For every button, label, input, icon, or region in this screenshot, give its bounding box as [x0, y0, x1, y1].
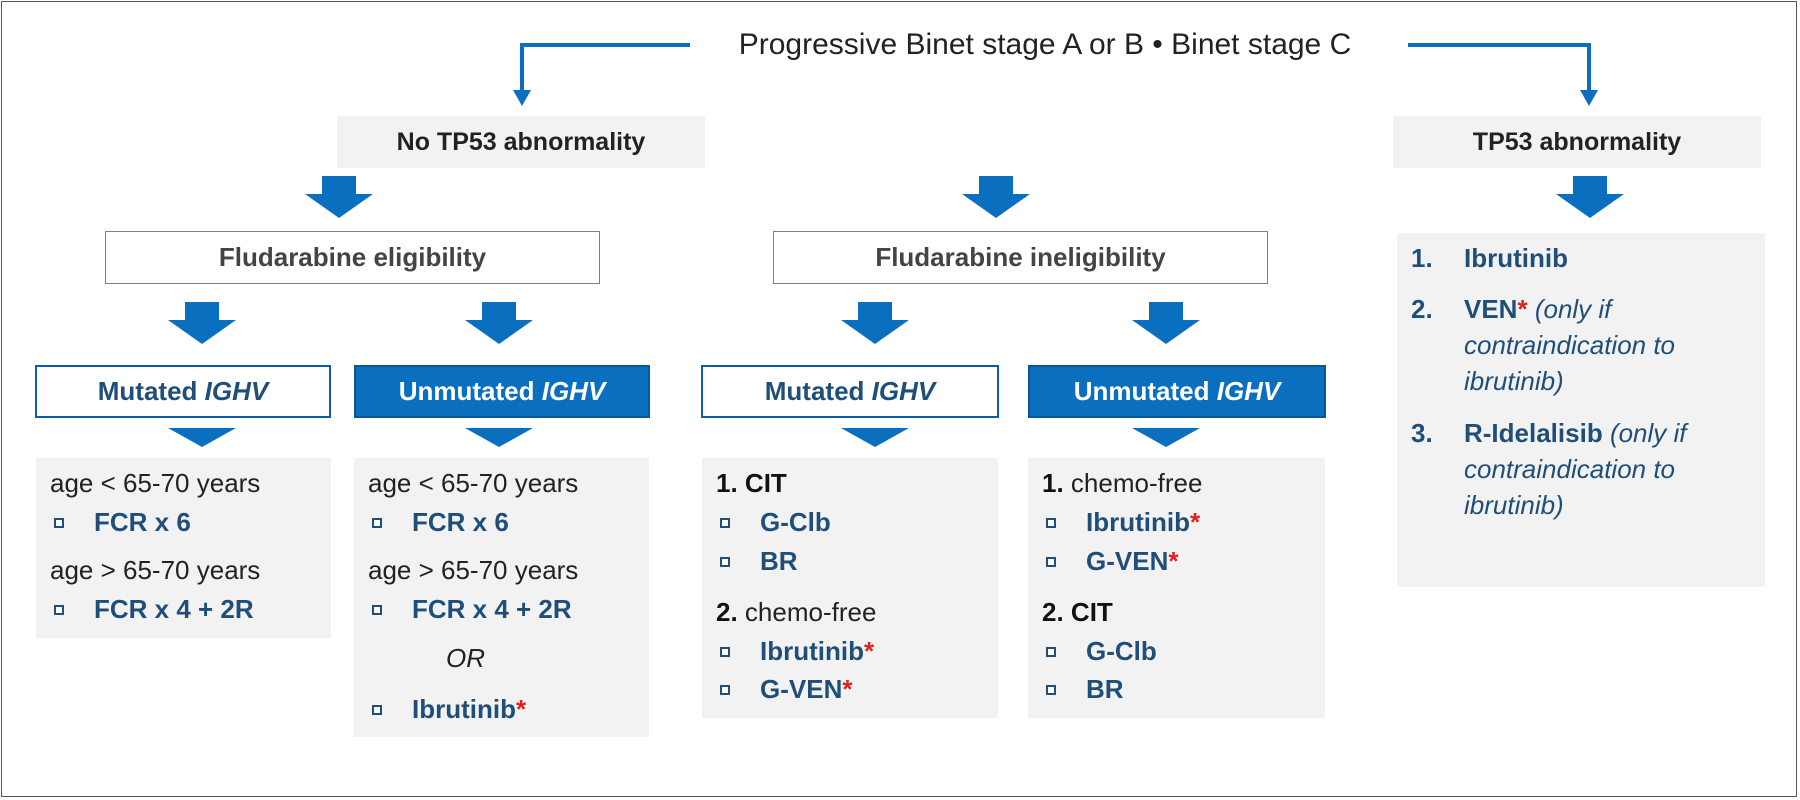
inelig-unmutated-ighv-box: Unmutated IGHV [1028, 365, 1326, 418]
tp53-item-3-note: ibrutinib) [1464, 490, 1564, 520]
treatment-item: Ibrutinib* [760, 636, 875, 666]
tp53-header: TP53 abnormality [1393, 116, 1761, 168]
elig-unmutated-label: Unmutated [398, 376, 535, 406]
treatment-item: G-Clb [1086, 636, 1157, 666]
fludarabine-ineligibility-box: Fludarabine ineligibility [773, 231, 1268, 284]
inelig-unmutated-gene: IGHV [1216, 376, 1281, 406]
arrow-to-eligibility [305, 176, 373, 218]
bullet-icon [1046, 685, 1056, 695]
tp53-item-2-note: contraindication to [1464, 330, 1676, 360]
elig-mutated-gene: IGHV [204, 376, 269, 406]
page-title: Progressive Binet stage A or B • Binet s… [738, 28, 1352, 61]
asterisk-mark: * [515, 694, 527, 724]
bullet-icon [720, 685, 730, 695]
inelig-unmutated-panel: 1. chemo-free Ibrutinib* G-VEN* 2. CIT G… [1028, 458, 1325, 718]
age-old-label: age > 65-70 years [368, 555, 579, 585]
bullet-icon [54, 518, 64, 528]
treatment-item: G-VEN* [760, 674, 853, 704]
elig-unmutated-ighv-box: Unmutated IGHV [354, 365, 650, 418]
first-line-heading: 1. CIT [716, 468, 787, 498]
age-old-label: age > 65-70 years [50, 555, 261, 585]
age-young-label: age < 65-70 years [50, 468, 261, 498]
inelig-mutated-label: Mutated [764, 376, 865, 406]
connector-left-head [513, 90, 531, 106]
elig-mutated-label: Mutated [97, 376, 198, 406]
bullet-icon [54, 605, 64, 615]
bullet-icon [720, 518, 730, 528]
top-connectors [520, 43, 1591, 94]
treatment-fcr6: FCR x 6 [412, 507, 509, 537]
tp53-item-number: 2. [1411, 294, 1433, 324]
chevron-inelig-unmutated [1132, 428, 1200, 447]
tp53-item-2: VEN* (only if [1464, 294, 1612, 324]
inelig-unmutated-label: Unmutated [1073, 376, 1210, 406]
treatment-ibrutinib: Ibrutinib* [412, 694, 527, 724]
top-connector-heads [513, 90, 1598, 106]
chevron-inelig-mutated [841, 428, 909, 447]
elig-unmutated-panel: age < 65-70 years FCR x 6 age > 65-70 ye… [354, 458, 649, 737]
treatment-fcr4-2r: FCR x 4 + 2R [412, 594, 572, 624]
treatment-item: BR [1086, 674, 1124, 704]
arrow-to-inelig-unmutated [1132, 302, 1200, 344]
treatment-fcr6: FCR x 6 [94, 507, 191, 537]
elig-mutated-ighv-box: Mutated IGHV [35, 365, 331, 418]
arrow-to-elig-unmutated [465, 302, 533, 344]
inelig-mutated-ighv-box: Mutated IGHV [701, 365, 999, 418]
connector-right-head [1580, 90, 1598, 106]
chevron-elig-unmutated [465, 428, 533, 447]
second-line-heading: 2. chemo-free [716, 597, 877, 627]
elig-unmutated-gene: IGHV [541, 376, 606, 406]
treatment-fcr4-2r: FCR x 4 + 2R [94, 594, 254, 624]
no-tp53-header: No TP53 abnormality [337, 116, 705, 168]
tp53-item-number: 3. [1411, 418, 1433, 448]
first-line-heading: 1. chemo-free [1042, 468, 1203, 498]
tp53-item-number: 1. [1411, 243, 1433, 273]
fludarabine-eligibility-box: Fludarabine eligibility [105, 231, 600, 284]
chevron-elig-mutated [168, 428, 236, 447]
bullet-icon [372, 605, 382, 615]
bullet-icon [1046, 647, 1056, 657]
second-line-heading: 2. CIT [1042, 597, 1113, 627]
treatment-item: G-Clb [760, 507, 831, 537]
or-label: OR [446, 643, 485, 673]
bullet-icon [720, 557, 730, 567]
bullet-icon [1046, 557, 1056, 567]
bullet-icon [372, 518, 382, 528]
arrow-to-inelig-mutated [841, 302, 909, 344]
tp53-item-1: Ibrutinib [1464, 243, 1568, 273]
elig-mutated-panel: age < 65-70 years FCR x 6 age > 65-70 ye… [36, 458, 331, 638]
arrow-to-tp53-treatments [1556, 176, 1624, 218]
chevron-arrows [168, 428, 1200, 447]
arrow-to-ineligibility [962, 176, 1030, 218]
treatment-item: Ibrutinib* [1086, 507, 1201, 537]
inelig-mutated-panel: 1. CIT G-Clb BR 2. chemo-free Ibrutinib*… [702, 458, 998, 718]
treatment-item: BR [760, 546, 798, 576]
bullet-icon [372, 705, 382, 715]
block-arrows [168, 176, 1624, 344]
arrow-to-elig-mutated [168, 302, 236, 344]
bullet-icon [1046, 518, 1056, 528]
treatment-item: G-VEN* [1086, 546, 1179, 576]
connector-right [1408, 43, 1591, 94]
tp53-item-2-note: ibrutinib) [1464, 366, 1564, 396]
tp53-item-3-note: contraindication to [1464, 454, 1676, 484]
bullet-icon [720, 647, 730, 657]
inelig-mutated-gene: IGHV [871, 376, 936, 406]
tp53-panel: 1. Ibrutinib 2. VEN* (only if contraindi… [1397, 233, 1765, 587]
connector-left [520, 43, 690, 94]
tp53-item-3: R-Idelalisib (only if [1464, 418, 1687, 448]
age-young-label: age < 65-70 years [368, 468, 579, 498]
